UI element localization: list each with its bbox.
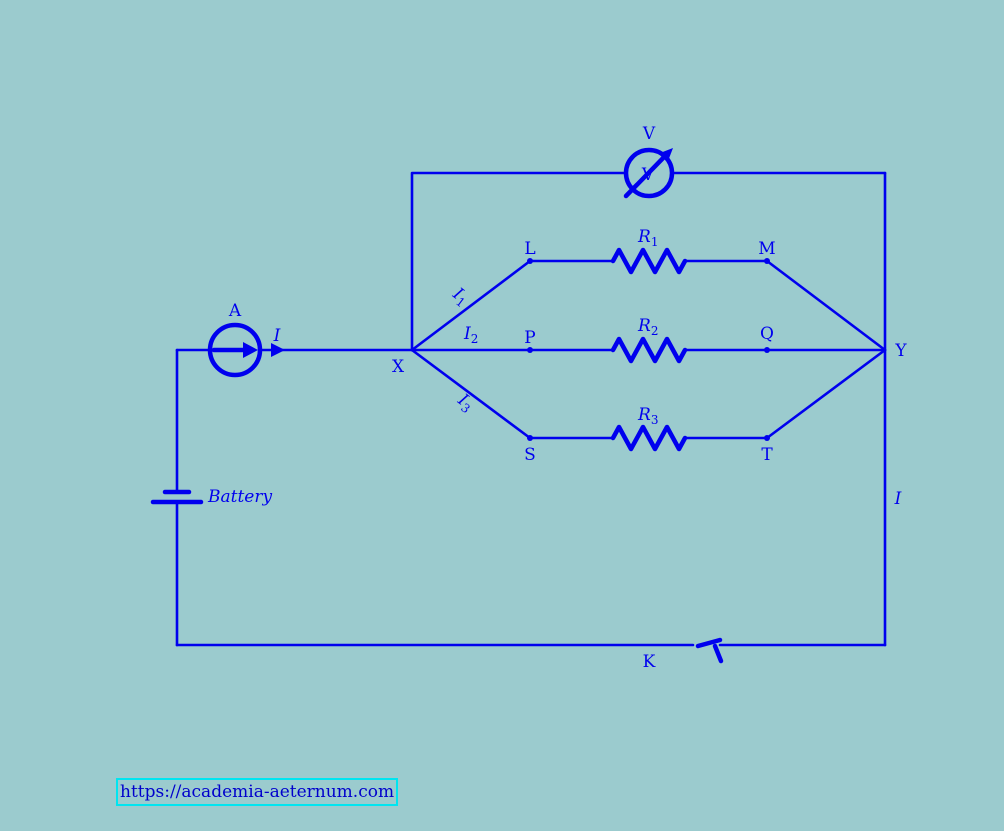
- node-label-q: Q: [760, 324, 774, 344]
- node-label-s: S: [524, 445, 536, 465]
- node-label-x: X: [392, 357, 405, 377]
- node-dot-m: [764, 258, 770, 264]
- resistor-label-r2: R2: [637, 316, 658, 338]
- node-label-k: K: [643, 652, 656, 672]
- node-dot-p: [527, 347, 533, 353]
- ammeter-label: A: [228, 301, 242, 321]
- wire-branch-1: [410, 259, 887, 352]
- wire-voltmeter-loop: [410, 171, 887, 352]
- resistor-label-r1: R1: [637, 227, 658, 249]
- current-label-main-left: I: [273, 326, 281, 346]
- node-dot-s: [527, 435, 533, 441]
- battery-icon: [150, 489, 204, 505]
- node-label-t: T: [761, 445, 773, 465]
- current-label-i3: I3: [452, 389, 478, 416]
- voltmeter-icon: [623, 147, 675, 199]
- node-label-l: L: [524, 239, 535, 259]
- current-label-main-right: I: [894, 489, 902, 509]
- resistor-label-r3: R3: [637, 405, 658, 427]
- key-k-icon: [695, 637, 724, 664]
- node-dot-l: [527, 258, 533, 264]
- node-label-m: M: [758, 239, 775, 259]
- current-arrow-icon: [271, 343, 285, 357]
- voltmeter-symbol: V: [641, 165, 655, 185]
- resistor-r2: [610, 336, 688, 364]
- current-label-i2: I2: [463, 324, 478, 346]
- node-dot-t: [764, 435, 770, 441]
- node-label-y: Y: [894, 341, 907, 361]
- ammeter-icon: [207, 322, 263, 378]
- node-dot-q: [764, 347, 770, 353]
- resistor-r3: [610, 424, 688, 452]
- resistor-r1: [610, 247, 688, 275]
- voltmeter-label: V: [642, 124, 656, 144]
- battery-label: Battery: [207, 487, 272, 507]
- source-link[interactable]: https://academia-aeternum.com: [116, 778, 399, 806]
- node-label-p: P: [524, 328, 535, 348]
